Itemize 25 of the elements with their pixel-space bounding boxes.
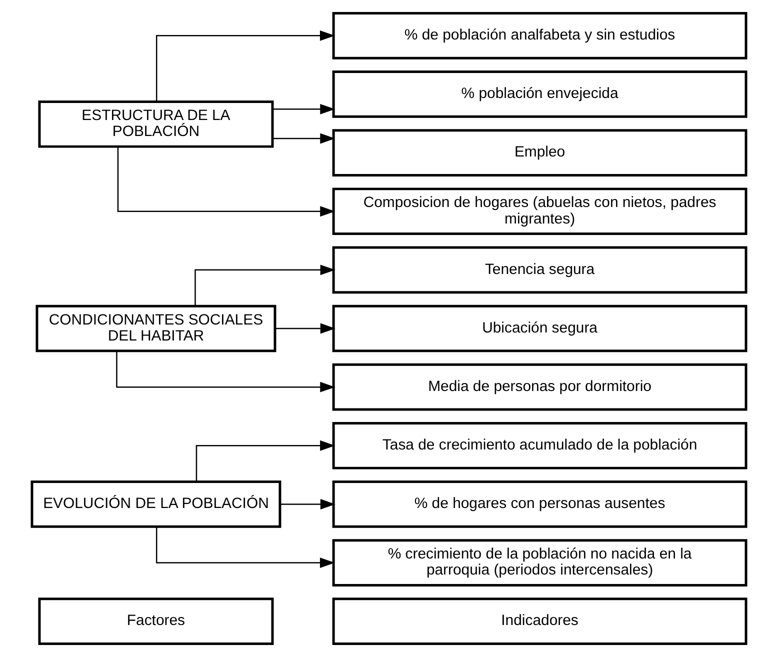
node-box: Indicadores bbox=[332, 598, 748, 646]
arrow bbox=[275, 323, 336, 334]
arrow bbox=[272, 104, 336, 114]
arrow bbox=[156, 526, 335, 568]
node-box: Media de personas por dormitorio bbox=[332, 363, 748, 411]
node-box: Tenencia segura bbox=[332, 246, 748, 294]
node-box: % población envejecida bbox=[332, 70, 748, 118]
arrow bbox=[196, 440, 336, 482]
arrow bbox=[272, 133, 336, 144]
node-box: Empleo bbox=[332, 129, 748, 176]
node-box: % crecimiento de la población no nacida en la parroquia (periodos intercensales) bbox=[332, 539, 748, 586]
node-box: Composicion de hogares (abuelas con nietos, padres migrantes) bbox=[332, 188, 748, 236]
node-box: % de hogares con personas ausentes bbox=[332, 480, 748, 528]
arrow bbox=[116, 350, 336, 392]
node-box: ESTRUCTURA DE LA POBLACIÓN bbox=[38, 100, 274, 148]
node-box: Factores bbox=[38, 598, 274, 646]
arrow bbox=[117, 146, 336, 217]
node-box: % de población analfabeta y sin estudios bbox=[332, 12, 748, 60]
arrow bbox=[194, 264, 336, 306]
node-box: EVOLUCIÓN DE LA POBLACIÓN bbox=[30, 480, 282, 528]
node-box: Ubicación segura bbox=[332, 304, 748, 352]
arrow bbox=[280, 498, 336, 510]
node-box: Tasa de crecimiento acumulado de la población bbox=[332, 422, 748, 470]
node-box: CONDICIONANTES SOCIALES DEL HABITAR bbox=[36, 304, 276, 352]
arrow bbox=[156, 30, 335, 102]
